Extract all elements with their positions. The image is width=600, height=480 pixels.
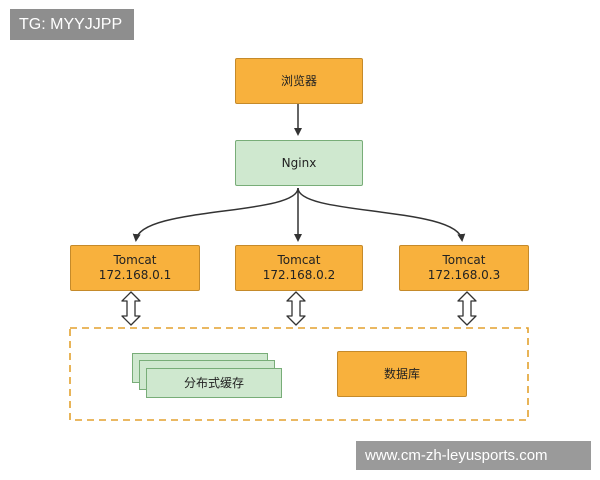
double-arrow-3 bbox=[457, 291, 477, 326]
cache-node: 分布式缓存 bbox=[146, 368, 282, 398]
tomcat-2-ip: 172.168.0.2 bbox=[262, 268, 336, 282]
watermark-bottom: www.cm-zh-leyusports.com bbox=[356, 441, 591, 470]
watermark-top-text: TG: MYYJJPP bbox=[19, 15, 123, 33]
tomcat-3-name: Tomcat bbox=[442, 253, 486, 267]
tomcat-node-3: Tomcat 172.168.0.3 bbox=[399, 245, 529, 291]
tomcat-2-name: Tomcat bbox=[277, 253, 321, 267]
storage-group-border bbox=[69, 327, 529, 421]
database-label: 数据库 bbox=[383, 366, 420, 381]
tomcat-3-ip: 172.168.0.3 bbox=[427, 268, 501, 282]
tomcat-node-1: Tomcat 172.168.0.1 bbox=[70, 245, 200, 291]
tomcat-node-2: Tomcat 172.168.0.2 bbox=[235, 245, 363, 291]
watermark-top: TG: MYYJJPP bbox=[10, 9, 134, 40]
browser-label: 浏览器 bbox=[280, 73, 317, 88]
tomcat-1-name: Tomcat bbox=[113, 253, 157, 267]
double-arrow-1 bbox=[121, 291, 141, 326]
browser-node: 浏览器 bbox=[235, 58, 363, 104]
double-arrow-2 bbox=[286, 291, 306, 326]
cache-label: 分布式缓存 bbox=[183, 375, 244, 390]
nginx-label: Nginx bbox=[281, 155, 317, 170]
nginx-node: Nginx bbox=[235, 140, 363, 186]
arrow-nginx-to-tomcat-3 bbox=[297, 187, 466, 242]
database-node: 数据库 bbox=[337, 351, 467, 397]
tomcat-1-ip: 172.168.0.1 bbox=[98, 268, 172, 282]
arrow-nginx-to-tomcat-1 bbox=[132, 187, 299, 242]
watermark-bottom-text: www.cm-zh-leyusports.com bbox=[365, 447, 548, 464]
